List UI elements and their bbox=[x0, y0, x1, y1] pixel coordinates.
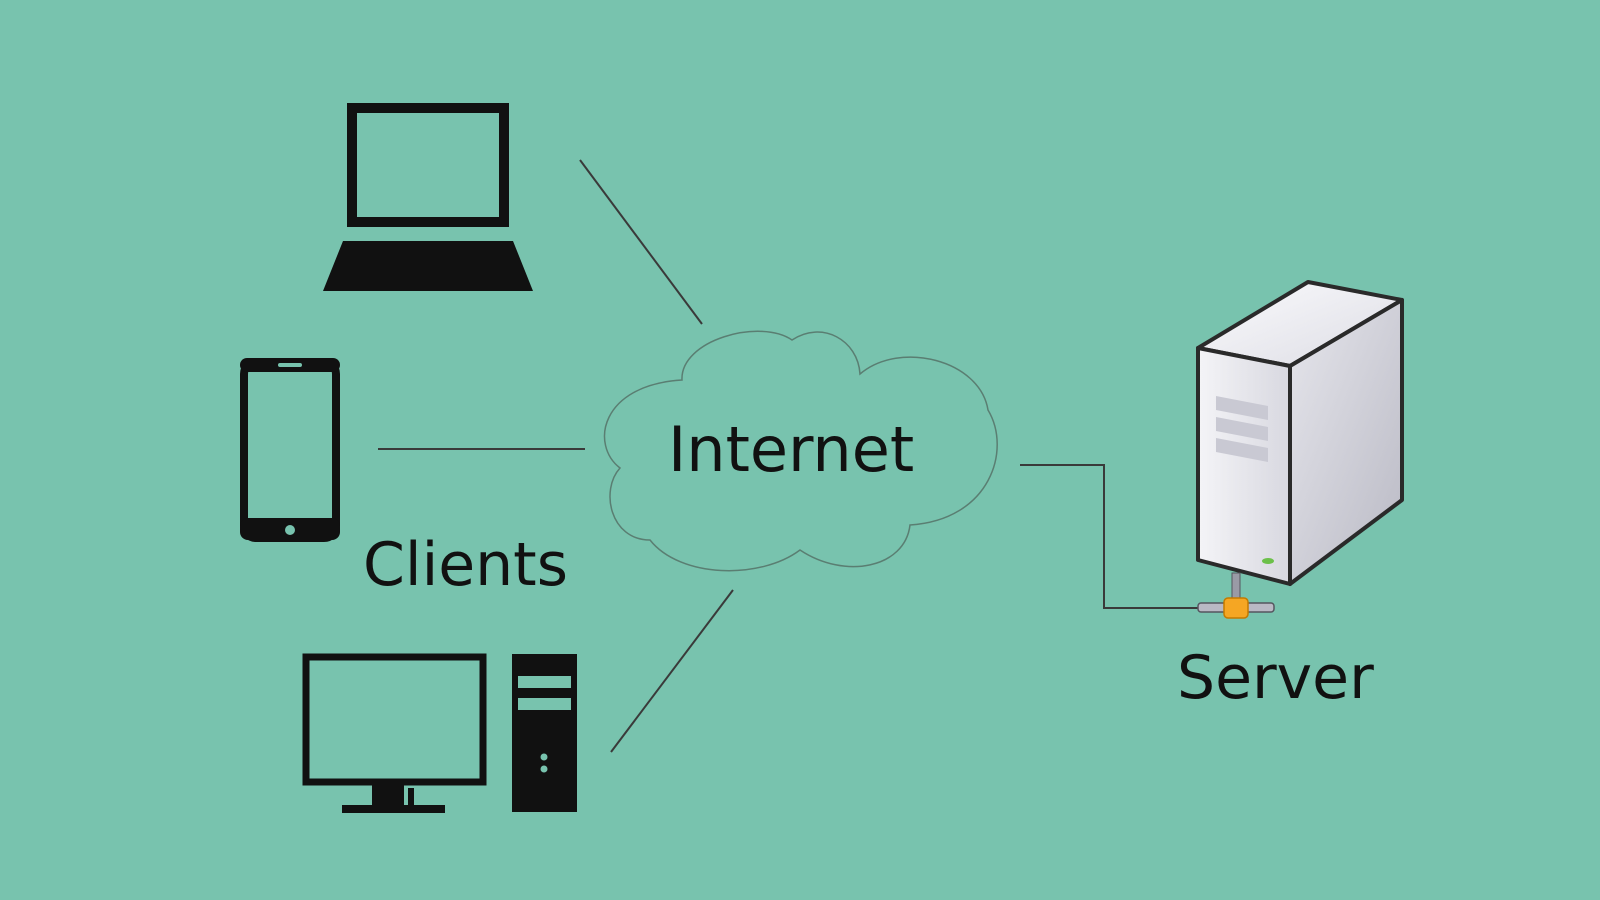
server-tower-icon bbox=[1196, 280, 1404, 619]
internet-label: Internet bbox=[668, 413, 915, 486]
server-label: Server bbox=[1177, 643, 1374, 713]
desktop-computer-icon bbox=[302, 653, 577, 813]
laptop-icon bbox=[323, 103, 533, 291]
cloud-icon bbox=[603, 330, 998, 572]
connection-lines bbox=[378, 159, 1206, 753]
edge-desktop-internet bbox=[610, 589, 734, 753]
edge-internet-server bbox=[1020, 464, 1206, 609]
edge-laptop-internet bbox=[579, 159, 703, 325]
smartphone-icon bbox=[240, 358, 340, 542]
clients-label: Clients bbox=[363, 530, 568, 600]
